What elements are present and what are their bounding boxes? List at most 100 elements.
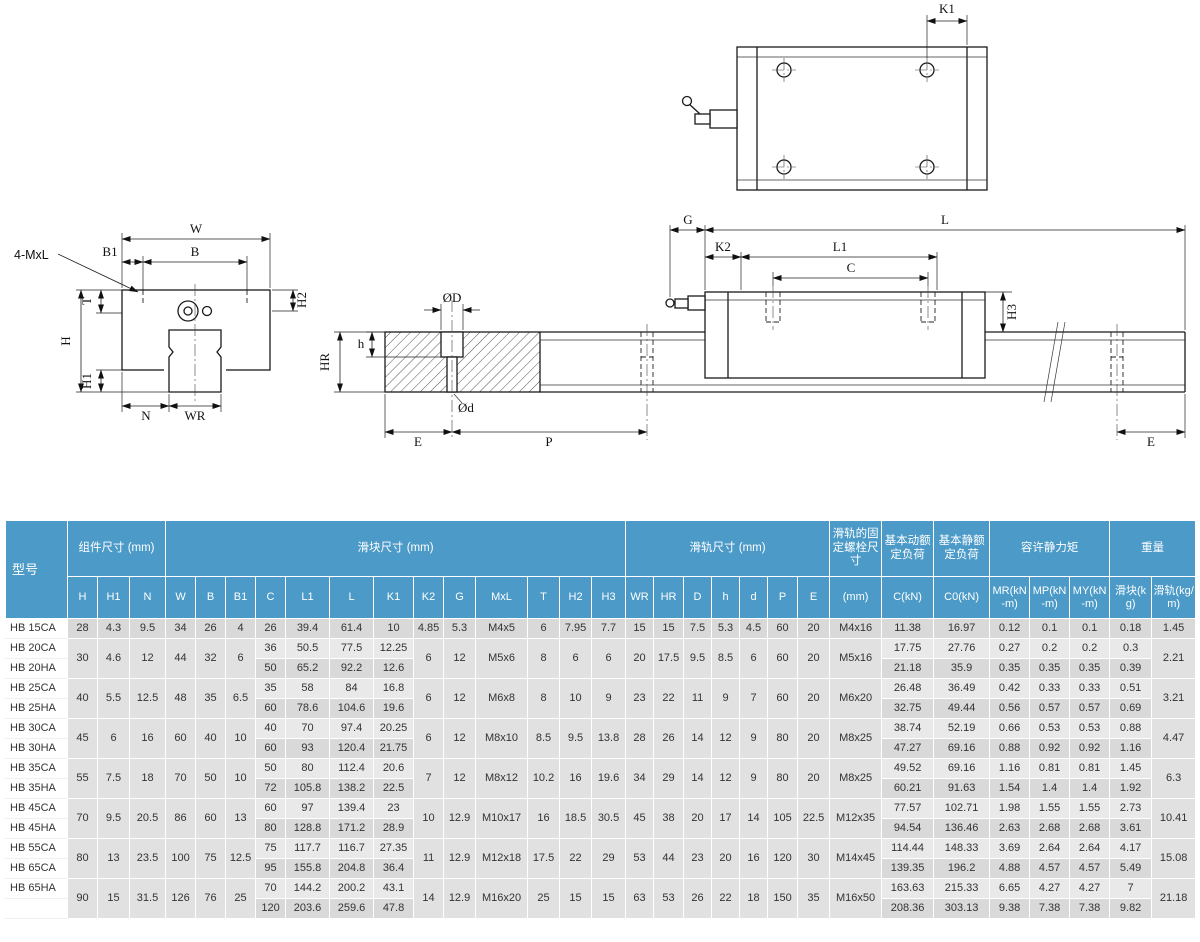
spec-cell: 4.17 <box>1109 838 1153 859</box>
spec-cell-shared: 34 <box>625 758 655 799</box>
dim-label-h: H <box>58 336 73 345</box>
spec-cell: 0.33 <box>1029 678 1071 699</box>
spec-cell-shared: 25 <box>225 878 257 919</box>
spec-cell: 0.33 <box>1069 678 1111 699</box>
spec-cell: 2.73 <box>1109 798 1153 819</box>
spec-cell-shared: M8x25 <box>829 758 883 799</box>
spec-cell-shared: 17.5 <box>653 638 685 679</box>
spec-cell: 69.16 <box>933 758 991 779</box>
spec-cell: 36 <box>255 638 287 659</box>
spec-cell-shared: 38 <box>653 798 685 839</box>
spec-cell-shared: 17 <box>711 798 741 839</box>
header-col: B1 <box>225 576 257 619</box>
spec-cell: 50 <box>255 658 287 679</box>
spec-cell: 0.1 <box>1029 618 1071 639</box>
spec-cell: 102.71 <box>933 798 991 819</box>
spec-cell: 0.1 <box>1069 618 1111 639</box>
spec-cell: 94.54 <box>881 818 935 839</box>
spec-cell: 7 <box>1109 878 1153 899</box>
spec-cell: 97.4 <box>329 718 375 739</box>
spec-cell-shared: 45 <box>625 798 655 839</box>
spec-cell-shared: 7.5 <box>683 618 713 639</box>
spec-cell: 12.25 <box>373 638 415 659</box>
spec-cell-shared: M6x8 <box>475 678 529 719</box>
spec-cell-shared: 16 <box>128 718 167 759</box>
header-col: MR(kN-m) <box>989 576 1031 619</box>
spec-cell: 49.44 <box>933 698 991 719</box>
spec-cell: 1.45 <box>1109 758 1153 779</box>
spec-cell: 1.92 <box>1109 778 1153 799</box>
header-col: H1 <box>97 576 130 619</box>
spec-cell-shared: 30 <box>797 838 831 879</box>
spec-cell-shared: 23 <box>625 678 655 719</box>
spec-cell: 1.55 <box>1029 798 1071 819</box>
spec-cell-shared: 20.5 <box>128 798 167 839</box>
spec-cell-shared: 4.47 <box>1151 718 1197 759</box>
spec-cell-shared: 10 <box>225 718 257 759</box>
spec-cell-shared: 6.5 <box>225 678 257 719</box>
dim-label-l: L <box>941 212 949 227</box>
header-col: T <box>527 576 561 619</box>
header-col: C(kN) <box>881 576 935 619</box>
spec-cell-shared: M8x10 <box>475 718 529 759</box>
spec-cell-shared: 29 <box>653 758 685 799</box>
spec-cell: 259.6 <box>329 898 375 919</box>
header-col: MxL <box>475 576 529 619</box>
dim-label-e-section: E <box>414 434 422 449</box>
header-col: H <box>67 576 98 619</box>
spec-cell: 49.52 <box>881 758 935 779</box>
spec-cell: 69.16 <box>933 738 991 759</box>
dim-label-l1: L1 <box>833 239 847 254</box>
spec-cell-shared: 22 <box>559 838 593 879</box>
spec-cell: 0.92 <box>1069 738 1111 759</box>
spec-cell: 0.18 <box>1109 618 1153 639</box>
dim-label-b: B <box>191 244 200 259</box>
spec-cell: 47.27 <box>881 738 935 759</box>
header-col: 滑轨(kg/m) <box>1151 576 1197 619</box>
spec-cell-shared: 40 <box>67 678 98 719</box>
header-group: 组件尺寸 (mm) <box>66 520 167 577</box>
rail-section-view: ØD h HR Ød E P <box>317 290 648 449</box>
model-cell: HB 20HA <box>5 658 68 679</box>
spec-cell-shared: 20 <box>797 638 831 679</box>
spec-cell-shared: 55 <box>67 758 98 799</box>
spec-cell-shared: M16x50 <box>829 878 883 919</box>
spec-cell-shared: M8x25 <box>829 718 883 759</box>
spec-cell-shared: 80 <box>767 718 799 759</box>
spec-cell-shared: 26 <box>653 718 685 759</box>
spec-cell: 120.4 <box>329 738 375 759</box>
spec-cell-shared: 12 <box>443 718 477 759</box>
header-col: K1 <box>373 576 415 619</box>
spec-cell-shared: 8.5 <box>527 718 561 759</box>
spec-cell-shared: 22 <box>653 678 685 719</box>
spec-cell-shared: 126 <box>165 878 197 919</box>
spec-cell-shared: 15 <box>591 878 627 919</box>
spec-cell-shared: 11 <box>413 838 445 879</box>
spec-cell-shared: 120 <box>767 838 799 879</box>
model-cell <box>5 898 68 919</box>
side-view: G L K2 L1 C H3 E <box>540 212 1186 449</box>
spec-cell-shared: 6 <box>559 638 593 679</box>
spec-cell: 80 <box>255 818 287 839</box>
spec-cell: 27.35 <box>373 838 415 859</box>
spec-cell-shared: 20 <box>797 718 831 759</box>
spec-cell: 112.4 <box>329 758 375 779</box>
spec-cell: 20.25 <box>373 718 415 739</box>
spec-cell-shared: 9.5 <box>97 798 130 839</box>
spec-cell: 36.49 <box>933 678 991 699</box>
model-cell: HB 15CA <box>5 618 68 639</box>
spec-cell-shared: 14 <box>683 718 713 759</box>
spec-cell: 75 <box>255 838 287 859</box>
dim-label-t: T <box>79 297 94 305</box>
spec-cell: 2.63 <box>989 818 1031 839</box>
header-group: 基本静额定负荷 <box>933 520 991 577</box>
model-cell: HB 45CA <box>5 798 68 819</box>
header-group: 重量 <box>1109 520 1197 577</box>
spec-cell-shared: 4.85 <box>413 618 445 639</box>
spec-cell-shared: 26 <box>683 878 713 919</box>
spec-cell-shared: 63 <box>625 878 655 919</box>
spec-cell-shared: 11 <box>683 678 713 719</box>
model-cell: HB 35HA <box>5 778 68 799</box>
spec-cell: 50 <box>255 758 287 779</box>
